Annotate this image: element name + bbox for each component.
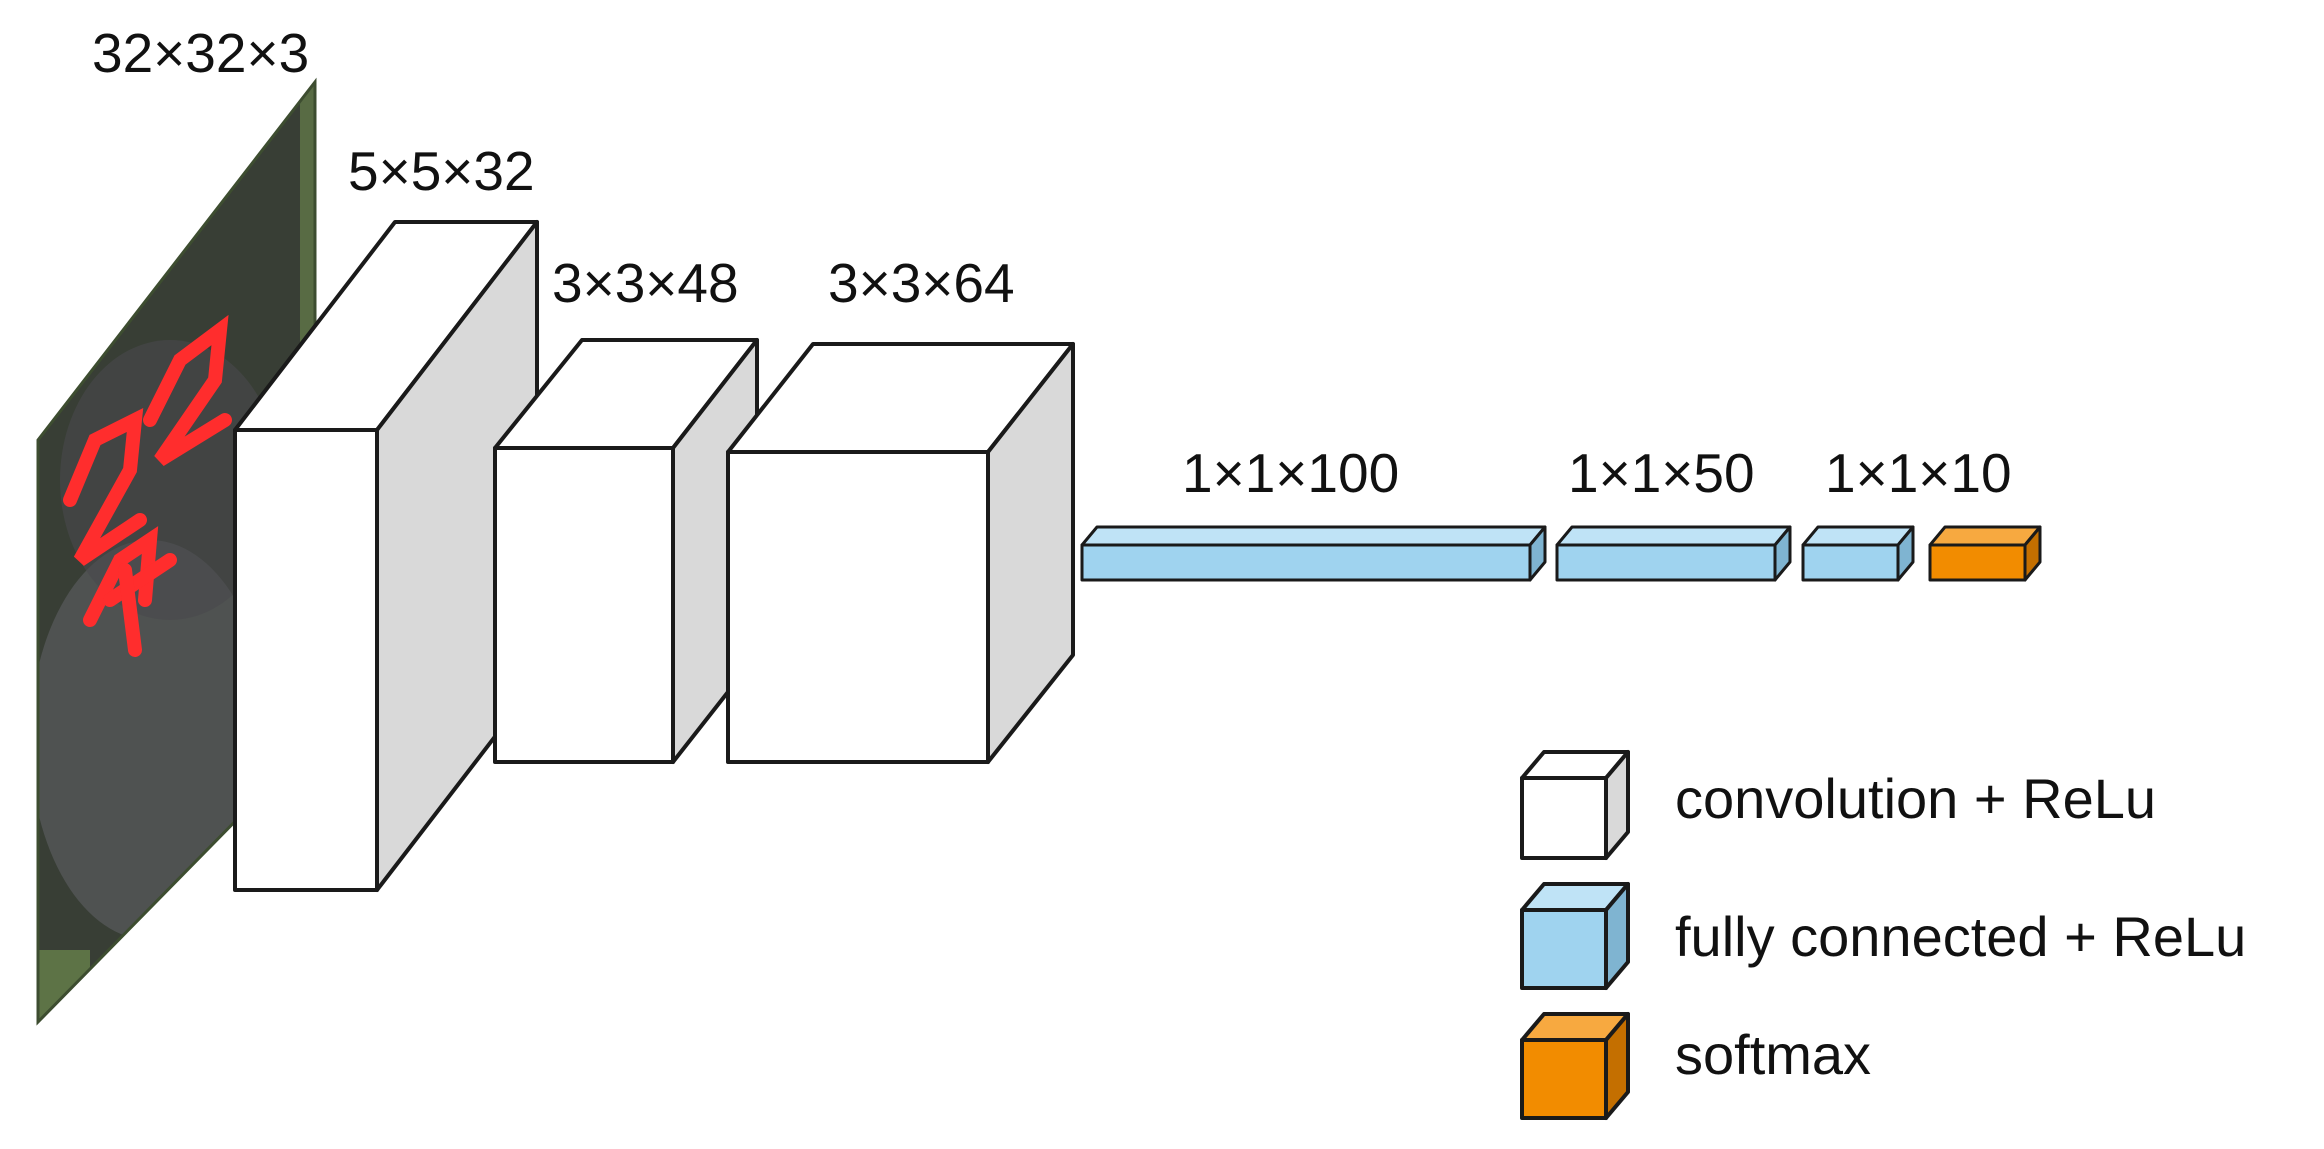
fc3-front-face: [1801, 543, 1900, 582]
conv3-front-face: [726, 450, 990, 764]
fc1-front-face: [1080, 543, 1532, 582]
softmax-block: [1928, 525, 2042, 582]
fc2-dims-label: 1×1×50: [1568, 442, 1755, 504]
fc3-top-face: [1801, 525, 1915, 547]
conv3-dims-label: 3×3×64: [828, 252, 1015, 314]
softmax-front-face: [1928, 543, 2027, 582]
fc2-top-face: [1555, 525, 1792, 547]
fc1-block: [1080, 525, 1547, 582]
conv2-block: [493, 338, 759, 764]
legend-swatch-softmax: [1520, 1012, 1630, 1120]
conv2-dims-label: 3×3×48: [552, 252, 739, 314]
legend-swatch-fully-connected: [1520, 882, 1630, 990]
conv1-front-face: [233, 428, 379, 892]
legend-swatch-convolution: [1520, 750, 1630, 860]
legend-label-softmax: softmax: [1675, 1023, 1871, 1086]
fc3-block: [1801, 525, 1915, 582]
legend-item-convolution: convolution + ReLu: [1520, 750, 2156, 860]
input-dims-label: 32×32×3: [92, 22, 309, 84]
softmax-top-face: [1928, 525, 2042, 547]
red-digit-glyphs: [63, 314, 232, 657]
conv1-dims-label: 5×5×32: [348, 140, 535, 202]
fc1-dims-label: 1×1×100: [1182, 442, 1399, 504]
fc3-dims-label: 1×1×10: [1825, 442, 2012, 504]
fc1-top-face: [1080, 525, 1547, 547]
legend-label-convolution: convolution + ReLu: [1675, 767, 2156, 830]
legend-label-fully-connected: fully connected + ReLu: [1675, 905, 2246, 968]
conv2-front-face: [493, 446, 675, 764]
fc2-front-face: [1555, 543, 1777, 582]
legend-item-fully-connected: fully connected + ReLu: [1520, 882, 2246, 990]
legend: convolution + ReLu fully connected + ReL…: [1520, 750, 2246, 1120]
legend-item-softmax: softmax: [1520, 1012, 1871, 1120]
fc2-block: [1555, 525, 1792, 582]
conv3-block: [726, 342, 1075, 764]
